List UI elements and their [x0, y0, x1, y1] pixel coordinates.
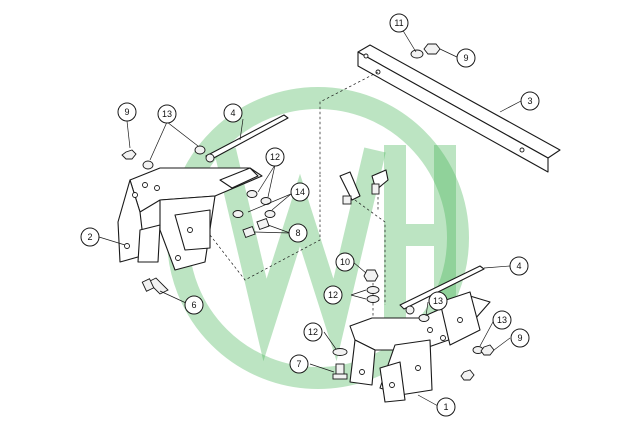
svg-text:6: 6	[191, 300, 196, 310]
svg-text:12: 12	[308, 327, 318, 337]
svg-text:9: 9	[463, 53, 468, 63]
svg-text:8: 8	[295, 228, 300, 238]
nut-9-top	[423, 43, 441, 55]
callout-3: 3	[520, 91, 540, 111]
callout-6: 6	[184, 295, 204, 315]
svg-text:3: 3	[527, 96, 532, 106]
svg-text:11: 11	[394, 18, 403, 28]
hardware-lower-right	[460, 344, 495, 381]
callout-1: 1	[436, 397, 456, 417]
callout-4-upper: 4	[223, 103, 243, 123]
callout-7: 7	[289, 354, 309, 374]
callout-13-left: 13	[157, 104, 177, 124]
callout-2: 2	[80, 227, 100, 247]
svg-text:9: 9	[124, 107, 129, 117]
svg-text:12: 12	[270, 152, 280, 162]
leader-lines	[98, 23, 522, 407]
washer-11	[410, 49, 424, 59]
bolt-6	[141, 277, 169, 295]
rod-lower	[399, 265, 485, 315]
assembly-line-1	[319, 71, 379, 175]
callout-4-lower: 4	[509, 256, 529, 276]
svg-text:12: 12	[328, 290, 338, 300]
callout-9-top: 9	[456, 48, 476, 68]
hardware-left	[121, 145, 206, 170]
svg-text:13: 13	[433, 296, 443, 306]
hardware-center	[232, 190, 276, 239]
svg-text:7: 7	[296, 359, 301, 369]
callout-12-right: 12	[323, 285, 343, 305]
center-brackets	[339, 169, 389, 205]
svg-text:9: 9	[517, 333, 522, 343]
svg-text:1: 1	[443, 402, 448, 412]
assembly-line-3	[354, 199, 386, 305]
callout-13-right: 13	[492, 310, 512, 330]
callout-13-mid: 13	[428, 291, 448, 311]
svg-text:2: 2	[87, 232, 92, 242]
svg-text:4: 4	[516, 261, 521, 271]
svg-text:13: 13	[162, 109, 172, 119]
left-bracket	[117, 167, 263, 271]
callout-8: 8	[288, 223, 308, 243]
callout-12-lower: 12	[303, 322, 323, 342]
callout-12-upper: 12	[265, 147, 285, 167]
svg-text:13: 13	[497, 315, 507, 325]
hardware-right-stack	[363, 269, 380, 303]
right-bracket	[349, 291, 491, 403]
callout-14: 14	[290, 182, 310, 202]
callout-9-left: 9	[117, 102, 137, 122]
svg-text:10: 10	[340, 257, 350, 267]
rod-upper	[205, 114, 289, 163]
svg-text:4: 4	[230, 108, 235, 118]
callout-9-right: 9	[510, 328, 530, 348]
bolt-7	[332, 348, 348, 380]
callout-10: 10	[335, 252, 355, 272]
svg-text:14: 14	[295, 187, 305, 197]
callout-11: 11	[389, 13, 409, 33]
